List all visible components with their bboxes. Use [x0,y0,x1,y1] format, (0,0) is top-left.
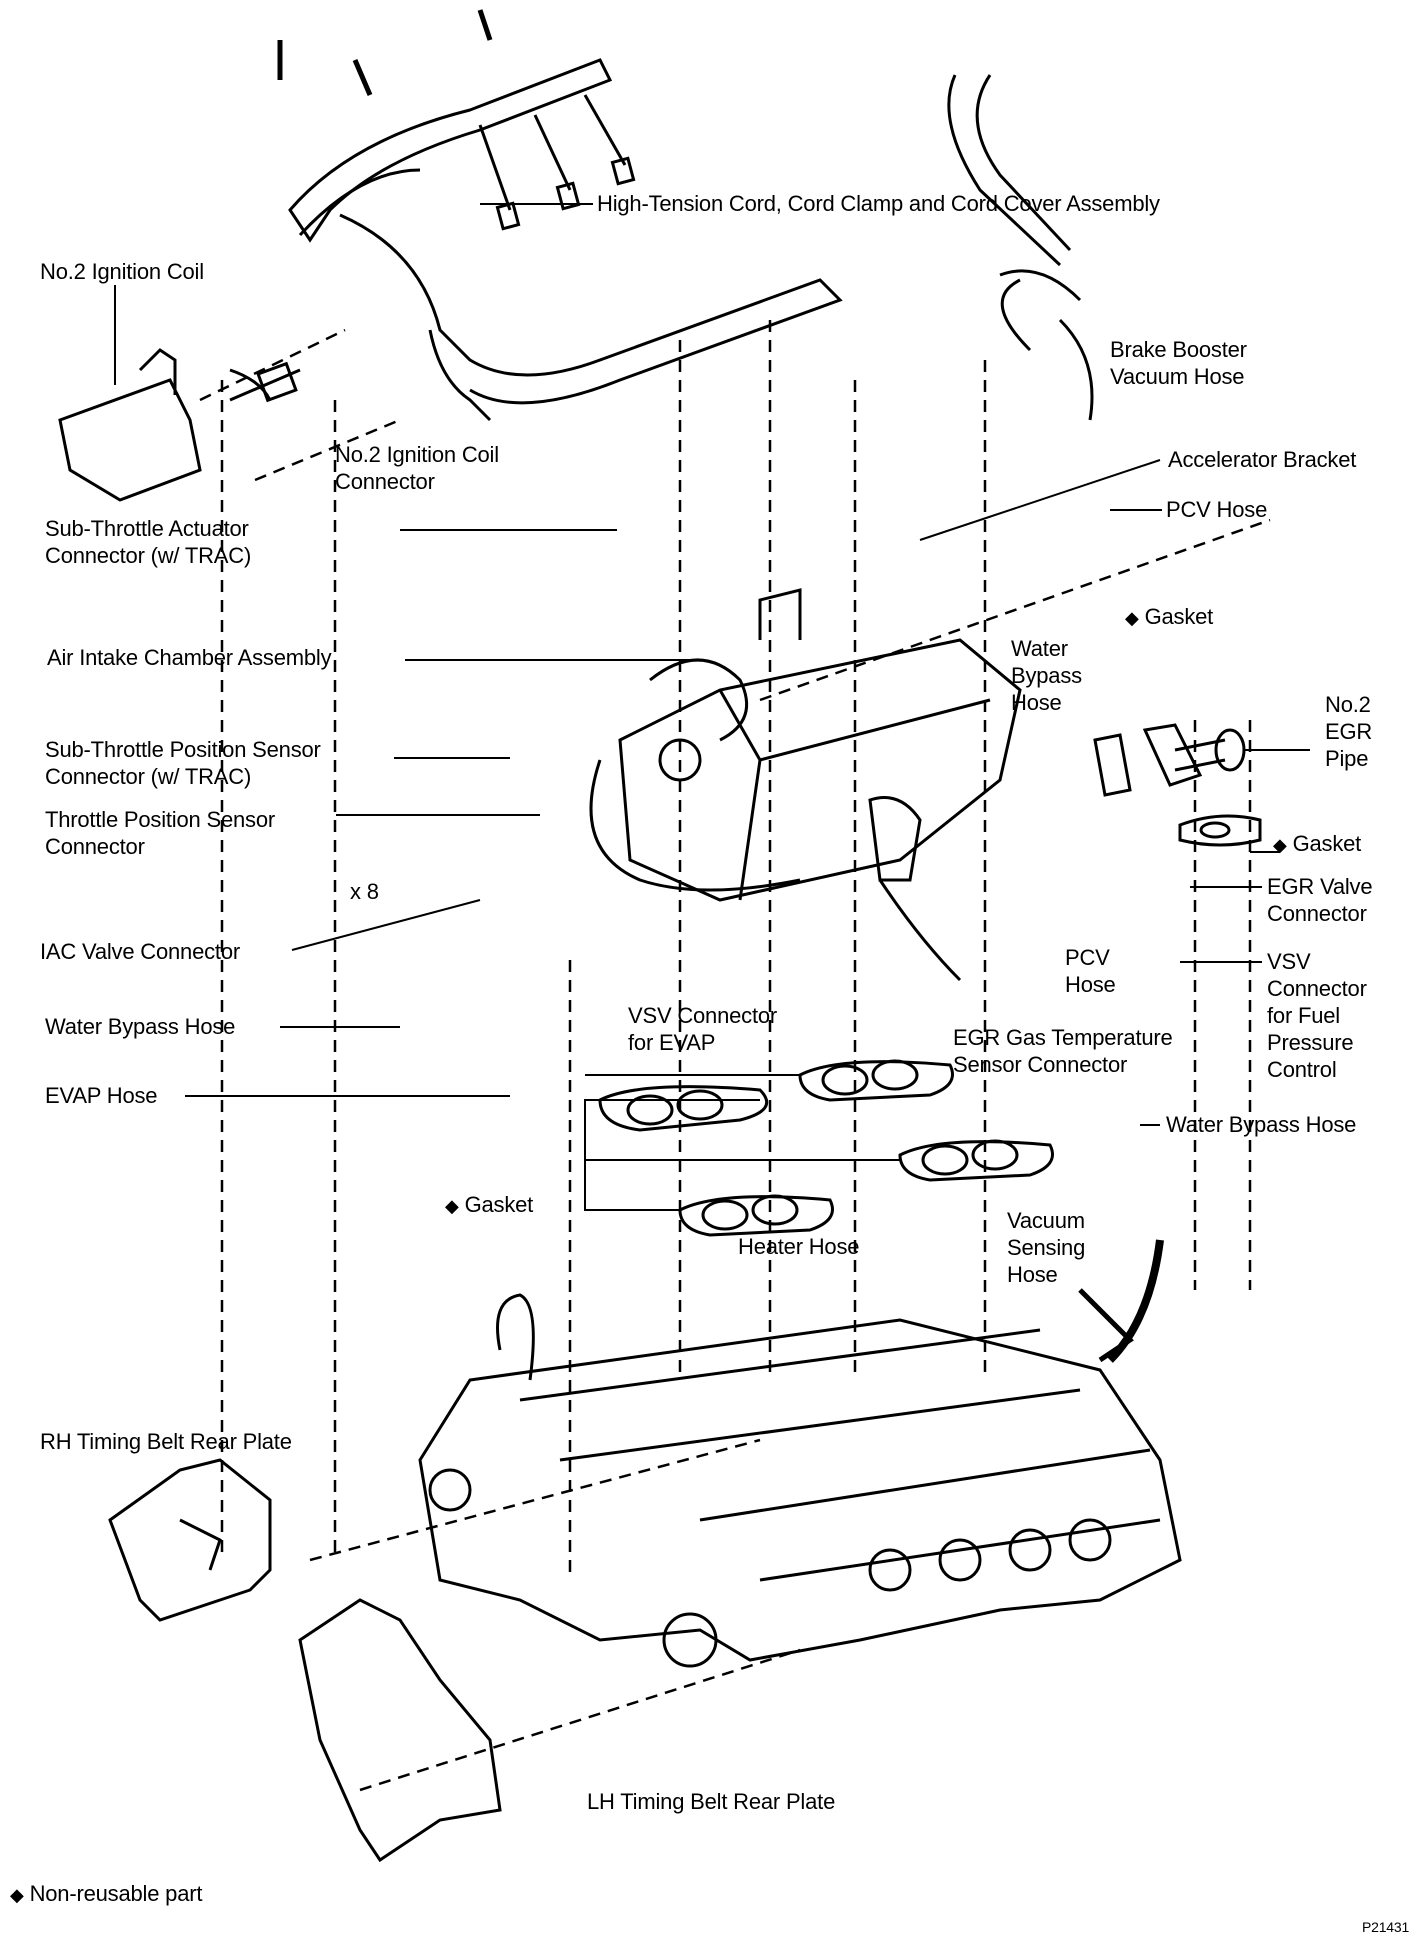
label-vsv-evap: VSV Connector for EVAP [628,1002,777,1056]
legend-non-reusable: ◆ Non-reusable part [10,1880,202,1909]
label-line: Sensing [1007,1235,1086,1260]
label-line: for EVAP [628,1030,716,1055]
label-lh-timing-plate: LH Timing Belt Rear Plate [587,1789,836,1814]
legend-text: Non-reusable part [29,1881,203,1906]
label-brake-booster-hose: Brake Booster Vacuum Hose [1110,336,1247,390]
high-tension-cord-assembly [277,9,843,422]
label-line: Connector [1267,976,1367,1001]
label-gasket-top: ◆ Gasket [1125,603,1213,632]
label-line: Connector [1267,901,1367,926]
label-ignition-coil: No.2 Ignition Coil [40,259,204,284]
brake-booster-hose [999,269,1094,421]
label-line: Hose [1007,1262,1058,1287]
label-line: EGR Valve [1267,874,1373,899]
label-line: No.2 Ignition Coil [335,442,499,467]
label-line: Sub-Throttle Position Sensor [45,737,321,762]
non-reusable-diamond-icon: ◆ [445,1196,459,1216]
label-line: Throttle Position Sensor [45,807,275,832]
lh-timing-plate [298,1598,502,1863]
label-line: PCV [1065,945,1110,970]
label-air-intake-chamber: Air Intake Chamber Assembly [47,645,332,670]
label-line: Gasket [1144,604,1214,629]
label-accelerator-bracket: Accelerator Bracket [1168,447,1357,472]
egr-pipe [1093,723,1262,847]
label-line: Control [1267,1057,1337,1082]
label-line: EGR Gas Temperature [953,1025,1173,1050]
label-nut-count: x 8 [350,879,379,904]
label-pcv-hose-top: PCV Hose [1166,497,1268,522]
label-vsv-fuel-pressure: VSV Connector for Fuel Pressure Control [1267,948,1367,1083]
label-gasket-left: ◆ Gasket [445,1191,533,1220]
label-egr-gas-temp: EGR Gas Temperature Sensor Connector [953,1024,1173,1078]
label-evap-hose: EVAP Hose [45,1083,158,1108]
label-egr-valve-connector: EGR Valve Connector [1267,873,1373,927]
label-line: Gasket [1292,831,1362,856]
figure-id: P21431 [1362,1919,1410,1935]
label-pcv-hose-mid: PCV Hose [1065,944,1116,998]
label-high-tension-cord: High-Tension Cord, Cord Clamp and Cord C… [597,191,1160,216]
rh-timing-plate [108,1458,272,1622]
engine-block [418,1239,1182,1668]
label-line: Gasket [464,1192,534,1217]
label-throttle-position: Throttle Position Sensor Connector [45,806,275,860]
label-sub-throttle-actuator: Sub-Throttle Actuator Connector (w/ TRAC… [45,515,251,569]
non-reusable-diamond-icon: ◆ [1125,608,1139,628]
label-line: Vacuum [1007,1208,1085,1233]
label-line: Sensor Connector [953,1052,1128,1077]
label-line: Connector [45,834,145,859]
label-line: Bypass [1011,663,1082,688]
label-line: No.2 [1325,692,1371,717]
label-egr-pipe: No.2 EGR Pipe [1325,691,1372,772]
label-line: Pressure [1267,1030,1354,1055]
label-rh-timing-plate: RH Timing Belt Rear Plate [40,1429,292,1454]
ignition-coil [58,348,301,502]
air-intake-chamber [589,588,1022,982]
label-line: Connector (w/ TRAC) [45,543,252,568]
non-reusable-diamond-icon: ◆ [10,1885,24,1905]
label-line: for Fuel [1267,1003,1340,1028]
label-gasket-right: ◆ Gasket [1273,830,1361,859]
label-line: Water [1011,636,1068,661]
label-line: Hose [1065,972,1116,997]
label-line: Pipe [1325,746,1369,771]
label-line: Connector [335,469,435,494]
label-water-bypass-right: Water Bypass Hose [1166,1112,1357,1137]
label-iac-valve-connector: IAC Valve Connector [40,939,241,964]
label-ignition-coil-connector: No.2 Ignition Coil Connector [335,441,499,495]
label-line: VSV [1267,949,1311,974]
label-line: Vacuum Hose [1110,364,1245,389]
label-line: Brake Booster [1110,337,1247,362]
label-line: VSV Connector [628,1003,778,1028]
label-line: Sub-Throttle Actuator [45,516,249,541]
label-sub-throttle-position: Sub-Throttle Position Sensor Connector (… [45,736,321,790]
label-water-bypass-left: Water Bypass Hose [45,1014,236,1039]
label-line: EGR [1325,719,1373,744]
label-water-bypass-upper: Water Bypass Hose [1011,635,1082,716]
label-line: Connector (w/ TRAC) [45,764,252,789]
label-line: Hose [1011,690,1062,715]
gaskets [584,1059,1054,1237]
label-heater-hose: Heater Hose [738,1234,860,1259]
label-vacuum-sensing-hose: Vacuum Sensing Hose [1007,1207,1085,1288]
non-reusable-diamond-icon: ◆ [1273,835,1287,855]
